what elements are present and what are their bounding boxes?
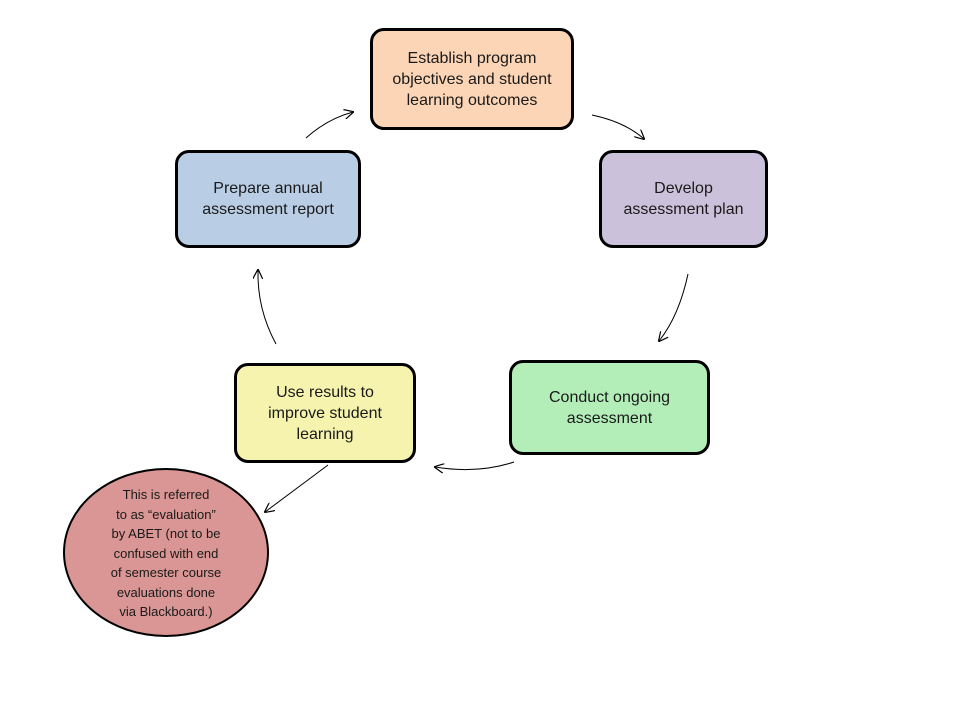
- step-conduct-assessment: Conduct ongoing assessment: [509, 360, 710, 455]
- arrow-report-to-objectives: [305, 112, 353, 139]
- evaluation-note-ellipse: This is referred to as “evaluation” by A…: [63, 468, 269, 637]
- arrow-results-to-note: [265, 464, 329, 512]
- arrow-objectives-to-plan: [591, 114, 644, 139]
- step-develop-plan: Develop assessment plan: [599, 150, 768, 248]
- arrow-plan-to-assessment: [659, 273, 689, 341]
- step-use-results: Use results to improve student learning: [234, 363, 416, 463]
- step-prepare-report: Prepare annual assessment report: [175, 150, 361, 248]
- arrow-results-to-report: [258, 270, 277, 345]
- step-establish-objectives: Establish program objectives and student…: [370, 28, 574, 130]
- arrow-assessment-to-results: [435, 461, 515, 470]
